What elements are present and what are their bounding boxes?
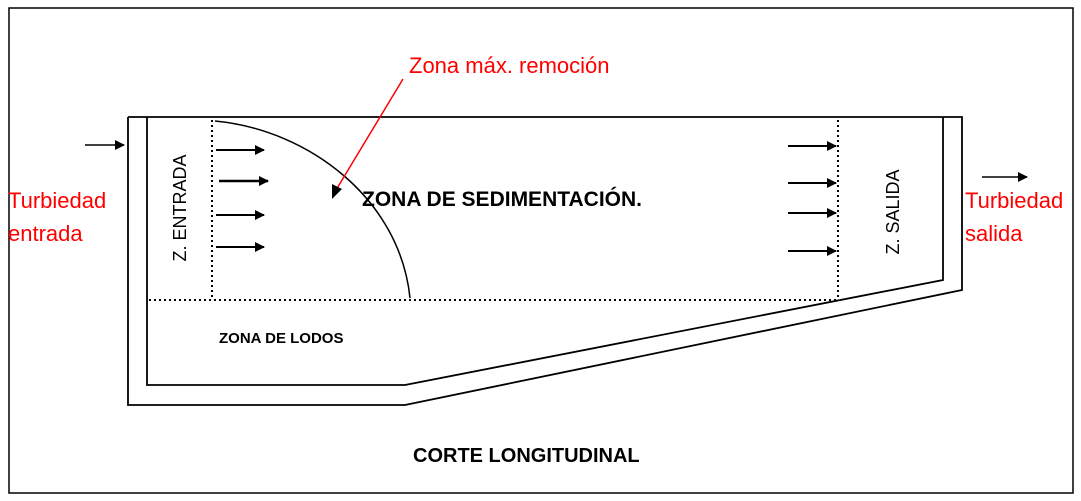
sedimentation-zone-label: ZONA DE SEDIMENTACIÓN. <box>362 188 643 211</box>
max-removal-zone-label: Zona máx. remoción <box>409 53 610 78</box>
inflow-turbidity-label-line2: entrada <box>8 221 83 246</box>
annotation-pointer-line <box>335 78 404 191</box>
outflow-turbidity-label-line2: salida <box>965 221 1023 246</box>
annotation-pointer-arrowhead <box>332 184 342 199</box>
tank-outer-wall <box>127 116 963 406</box>
outflow-turbidity-label-line1: Turbiedad <box>965 188 1064 213</box>
diagram-title: CORTE LONGITUDINAL <box>413 445 640 467</box>
outer-frame <box>8 7 1074 494</box>
tank-inner-wall <box>146 117 944 386</box>
entrance-zone-label: Z. ENTRADA <box>170 154 190 262</box>
exit-zone-label: Z. SALIDA <box>883 169 903 255</box>
entrance-flow-arrows <box>216 145 269 252</box>
exit-flow-arrows <box>788 141 837 256</box>
sludge-zone-label: ZONA DE LODOS <box>219 330 344 347</box>
inflow-turbidity-label-line1: Turbiedad <box>8 188 107 213</box>
